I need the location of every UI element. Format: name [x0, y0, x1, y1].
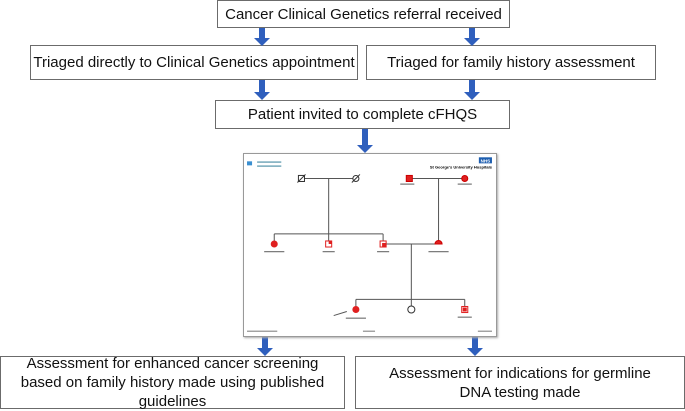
referral-text: Cancer Clinical Genetics referral receiv… — [225, 5, 502, 23]
screening-box: Assessment for enhanced cancer screening… — [0, 355, 345, 410]
invite-text: Patient invited to complete cFHQS — [247, 106, 478, 123]
referral-box: Cancer Clinical Genetics referral receiv… — [217, 0, 510, 28]
germline-text: Assessment for indications for germline … — [389, 364, 651, 401]
pedigree-chart: NHS St George's University Hospitals — [247, 157, 493, 332]
svg-text:NHS: NHS — [481, 158, 491, 163]
arrow-down-icon — [464, 80, 480, 100]
arrow-down-icon — [464, 28, 480, 46]
arrow-down-icon — [467, 337, 483, 356]
triage-family-box: Triaged for family history assessment — [366, 45, 656, 80]
invite-box: Patient invited to complete cFHQS — [215, 100, 510, 129]
pedigree-image: NHS St George's University Hospitals — [243, 153, 497, 337]
triage-direct-text: Triaged directly to Clinical Genetics ap… — [33, 54, 355, 71]
arrow-down-icon — [357, 129, 373, 153]
arrow-down-icon — [254, 80, 270, 100]
family-history-logo-icon — [247, 161, 253, 166]
svg-text:St George's University Hospita: St George's University Hospitals — [430, 164, 493, 169]
germline-box: Assessment for indications for germline … — [355, 356, 685, 409]
triage-direct-box: Triaged directly to Clinical Genetics ap… — [30, 45, 358, 80]
triage-family-text: Triaged for family history assessment — [387, 54, 635, 71]
nhs-logo — [478, 157, 492, 164]
arrow-down-icon — [257, 337, 273, 356]
arrow-down-icon — [254, 28, 270, 46]
screening-text: Assessment for enhanced cancer screening… — [20, 355, 325, 410]
